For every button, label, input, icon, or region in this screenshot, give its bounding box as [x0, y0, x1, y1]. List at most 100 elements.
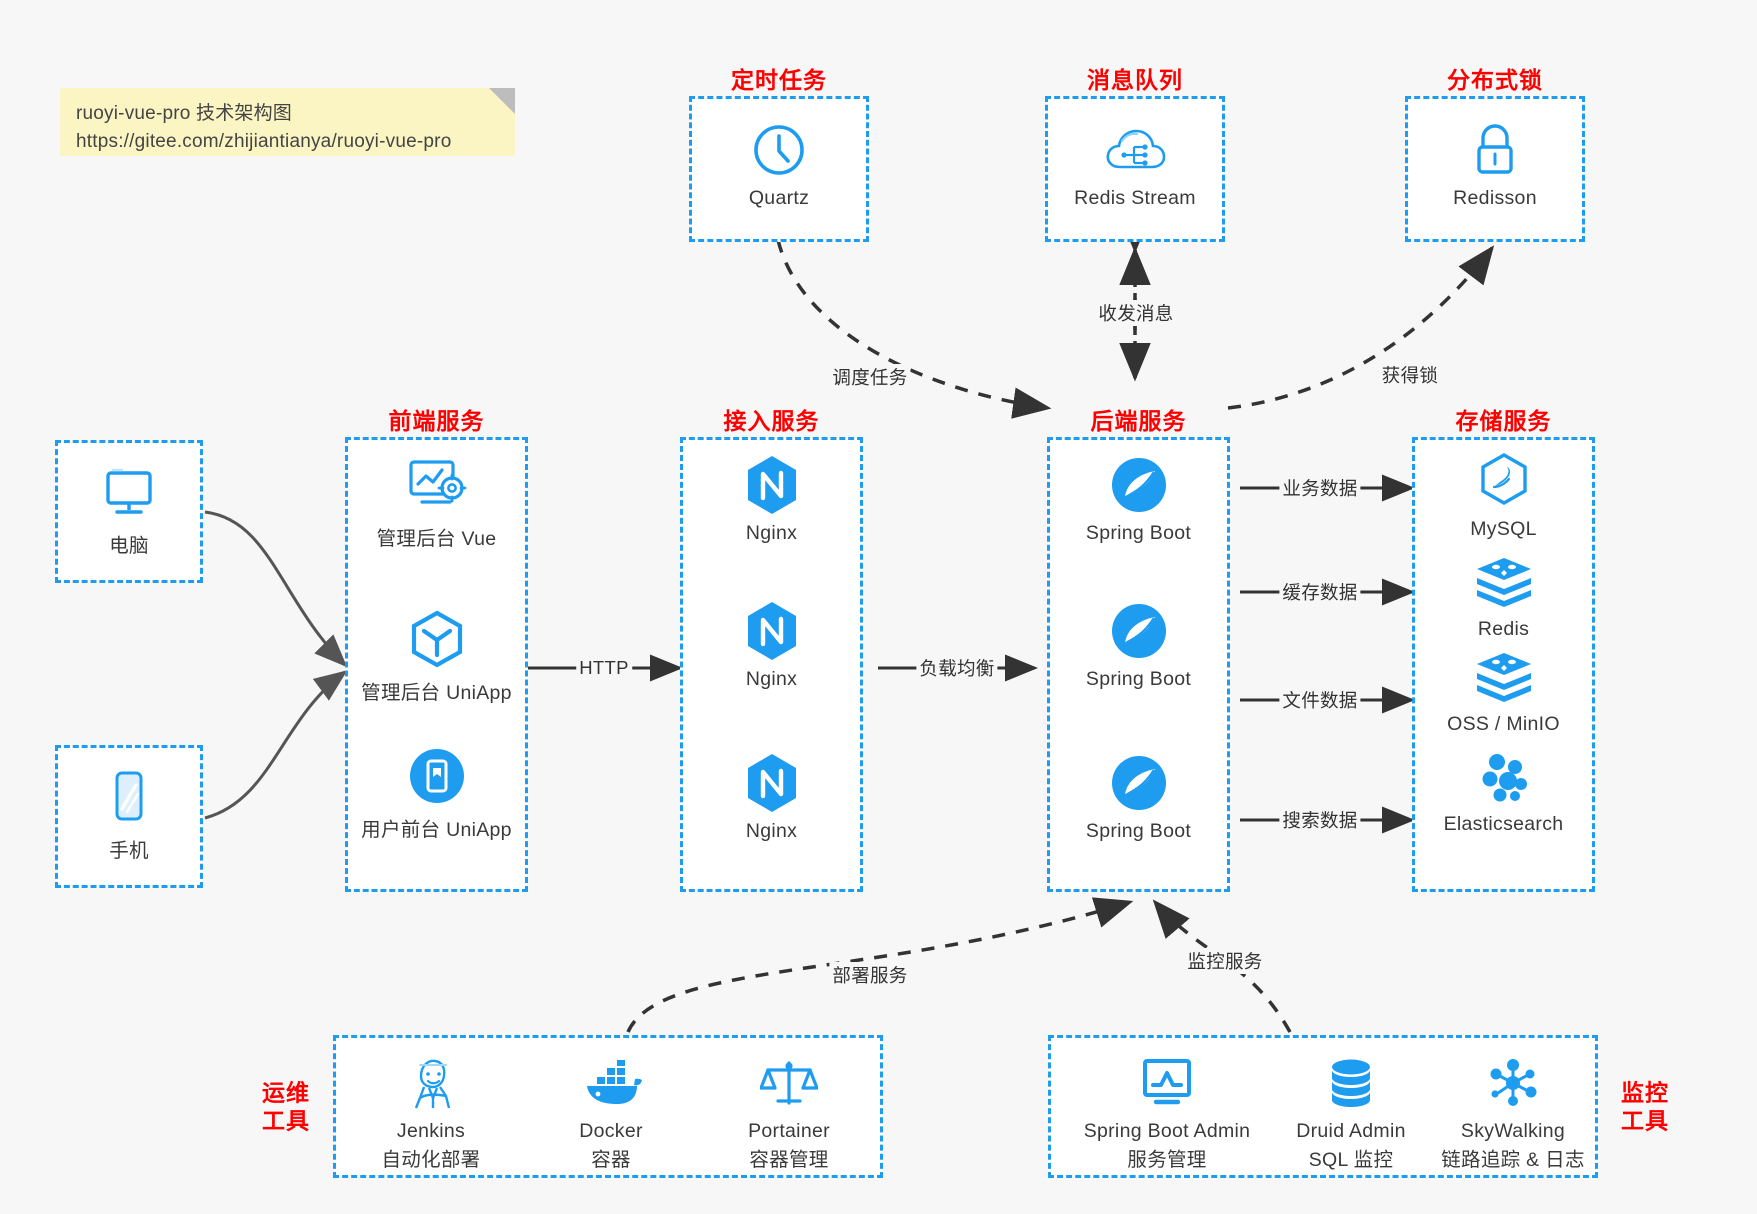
edge-label-file-data: 文件数据: [1279, 687, 1361, 713]
node-jenkins[interactable]: Jenkins 自动化部署: [346, 1052, 516, 1172]
note-url: https://gitee.com/zhijiantianya/ruoyi-vu…: [76, 130, 452, 152]
group-message-queue: 消息队列: [1045, 67, 1225, 242]
node-druid-admin[interactable]: Druid Admin SQL 监控: [1261, 1052, 1441, 1172]
node-label-phone: 手机: [109, 840, 149, 862]
monitor-chart-icon: [1057, 1052, 1277, 1114]
group-backend: 后端服务 Spring Boot Spring Boot: [1047, 408, 1230, 892]
edge-label-monitor-service: 监控服务: [1184, 948, 1266, 974]
node-sublabel-skywalking: 链路追踪 & 日志: [1441, 1149, 1585, 1171]
group-title-storage: 存储服务: [1455, 408, 1552, 434]
dashboard-gear-icon: [348, 454, 525, 516]
node-user-uniapp[interactable]: 用户前台 UniApp: [348, 745, 525, 842]
node-sublabel-jenkins: 自动化部署: [381, 1149, 481, 1171]
docker-whale-icon: [526, 1052, 696, 1114]
node-label-skywalking: SkyWalking: [1460, 1120, 1566, 1142]
scales-icon: [704, 1052, 874, 1114]
node-nginx-1[interactable]: Nginx: [683, 454, 860, 545]
node-computer[interactable]: 电脑: [58, 461, 200, 558]
node-label-admin-vue: 管理后台 Vue: [376, 528, 497, 550]
elasticsearch-icon: [1415, 745, 1592, 807]
node-springboot-1[interactable]: Spring Boot: [1050, 454, 1227, 545]
nginx-icon: [683, 600, 860, 662]
node-label-spring-boot-admin: Spring Boot Admin: [1083, 1120, 1251, 1142]
edge-label-business-data: 业务数据: [1279, 475, 1361, 501]
group-title-frontend: 前端服务: [388, 408, 485, 434]
group-phone: 手机: [55, 745, 203, 888]
cube-hexagon-icon: [348, 608, 525, 670]
node-admin-uniapp[interactable]: 管理后台 UniApp: [348, 608, 525, 705]
monitor-icon: [58, 461, 200, 523]
group-storage: 存储服务 MySQL: [1412, 408, 1595, 892]
node-label-redis: Redis: [1477, 618, 1530, 640]
spring-leaf-icon: [1050, 752, 1227, 814]
note-title: ruoyi-vue-pro 技术架构图: [76, 103, 293, 124]
node-elasticsearch[interactable]: Elasticsearch: [1415, 745, 1592, 836]
edge-label-deploy-service: 部署服务: [829, 962, 911, 988]
group-monitor-tools: 监控 工具 Spring Boot Admin 服务管理: [1048, 1035, 1668, 1178]
group-title-monitor-line2: 工具: [1621, 1107, 1669, 1134]
edge-label-schedule-task: 调度任务: [829, 364, 911, 390]
group-distributed-lock: 分布式锁 Redisson: [1405, 67, 1585, 242]
node-springboot-3[interactable]: Spring Boot: [1050, 752, 1227, 843]
edge-label-acquire-lock: 获得锁: [1378, 362, 1442, 388]
node-label-redisson: Redisson: [1453, 187, 1537, 209]
mysql-dolphin-icon: [1415, 450, 1592, 512]
node-redisson[interactable]: Redisson: [1408, 119, 1582, 210]
node-label-mysql: MySQL: [1470, 518, 1537, 540]
edge-label-cache-data: 缓存数据: [1279, 579, 1361, 605]
group-computer: 电脑: [55, 440, 203, 583]
node-oss[interactable]: OSS / MinIO: [1415, 645, 1592, 736]
node-mysql[interactable]: MySQL: [1415, 450, 1592, 541]
edge-label-load-balance: 负载均衡: [916, 655, 998, 681]
diagram-note: ruoyi-vue-pro 技术架构图 https://gitee.com/zh…: [60, 88, 515, 156]
group-title-gateway: 接入服务: [723, 408, 820, 434]
group-title-backend: 后端服务: [1090, 408, 1187, 434]
redis-stack-icon: [1415, 550, 1592, 612]
node-label-quartz: Quartz: [748, 187, 810, 209]
oss-stack-icon: [1415, 645, 1592, 707]
node-sublabel-docker: 容器: [591, 1149, 631, 1171]
jenkins-butler-icon: [346, 1052, 516, 1114]
node-redis-stream[interactable]: Redis Stream: [1048, 119, 1222, 210]
node-label-nginx-1: Nginx: [745, 522, 798, 544]
node-nginx-3[interactable]: Nginx: [683, 752, 860, 843]
node-sublabel-spring-boot-admin: 服务管理: [1127, 1149, 1207, 1171]
edge-label-search-data: 搜索数据: [1279, 807, 1361, 833]
node-label-springboot-2: Spring Boot: [1085, 668, 1192, 690]
node-label-nginx-2: Nginx: [745, 668, 798, 690]
node-label-user-uniapp: 用户前台 UniApp: [361, 819, 512, 841]
node-sublabel-druid-admin: SQL 监控: [1308, 1149, 1394, 1171]
group-title-monitor-tools: 监控 工具: [1621, 1078, 1669, 1136]
node-quartz[interactable]: Quartz: [692, 119, 866, 210]
group-gateway: 接入服务 Nginx Nginx: [680, 408, 863, 892]
node-portainer[interactable]: Portainer 容器管理: [704, 1052, 874, 1172]
node-label-admin-uniapp: 管理后台 UniApp: [361, 682, 512, 704]
node-springboot-2[interactable]: Spring Boot: [1050, 600, 1227, 691]
group-scheduled-task: 定时任务 Quartz: [689, 67, 869, 242]
node-admin-vue[interactable]: 管理后台 Vue: [348, 454, 525, 551]
node-label-nginx-3: Nginx: [745, 820, 798, 842]
node-label-docker: Docker: [579, 1120, 643, 1142]
nginx-icon: [683, 752, 860, 814]
node-nginx-2[interactable]: Nginx: [683, 600, 860, 691]
node-spring-boot-admin[interactable]: Spring Boot Admin 服务管理: [1057, 1052, 1277, 1172]
node-phone[interactable]: 手机: [58, 766, 200, 863]
node-redis[interactable]: Redis: [1415, 550, 1592, 641]
note-fold-corner: [489, 88, 515, 114]
cloud-network-icon: [1048, 119, 1222, 181]
network-nodes-icon: [1423, 1052, 1603, 1114]
group-title-monitor-line1: 监控: [1621, 1078, 1669, 1105]
node-label-springboot-1: Spring Boot: [1085, 522, 1192, 544]
group-title-devops-line2: 工具: [262, 1107, 310, 1134]
group-devops-tools: 运维 工具: [262, 1035, 883, 1178]
edge-label-send-receive-message: 收发消息: [1095, 300, 1177, 326]
node-label-elasticsearch: Elasticsearch: [1443, 813, 1564, 835]
node-label-computer: 电脑: [109, 535, 149, 557]
node-label-portainer: Portainer: [748, 1120, 830, 1142]
node-skywalking[interactable]: SkyWalking 链路追踪 & 日志: [1423, 1052, 1603, 1172]
phone-icon: [58, 766, 200, 828]
group-title-devops-tools: 运维 工具: [262, 1078, 310, 1136]
node-docker[interactable]: Docker 容器: [526, 1052, 696, 1172]
group-title-devops-line1: 运维: [262, 1078, 310, 1105]
